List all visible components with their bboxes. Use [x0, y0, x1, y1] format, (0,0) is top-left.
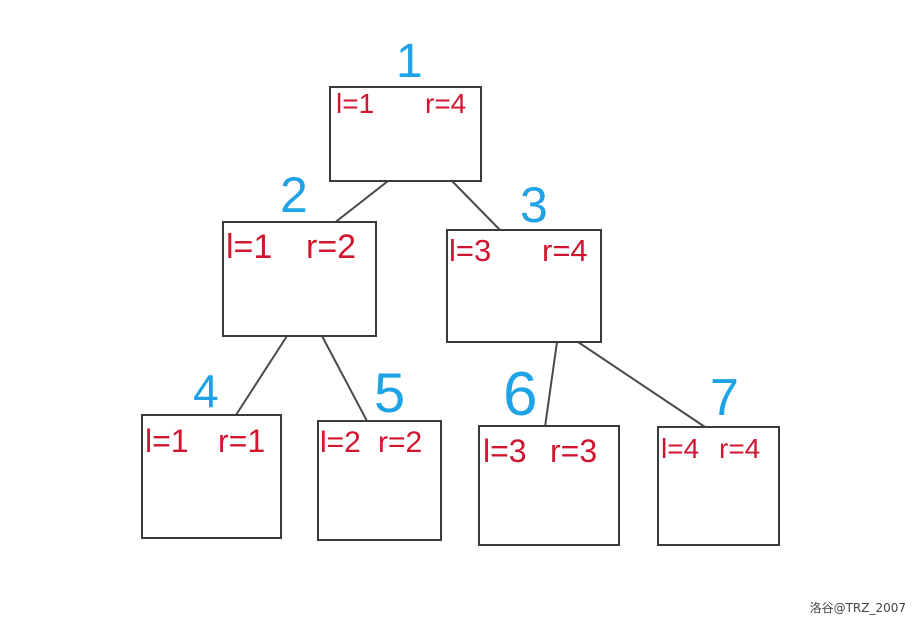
- node-3-left-bound: l=3: [449, 233, 492, 268]
- node-6-left-bound: l=3: [483, 433, 527, 469]
- node-5-right-bound: r=2: [378, 426, 423, 459]
- edge-3-7: [577, 341, 706, 428]
- node-number-7: 7: [710, 369, 739, 427]
- node-7-left-bound: l=4: [661, 433, 700, 464]
- node-2-left-bound: l=1: [226, 228, 273, 266]
- watermark-text: 洛谷@TRZ_2007: [809, 601, 906, 615]
- node-5-left-bound: l=2: [320, 426, 361, 459]
- node-number-5: 5: [374, 361, 406, 424]
- edge-2-5: [321, 335, 368, 422]
- node-number-2: 2: [280, 167, 308, 223]
- node-box-3: [446, 229, 602, 343]
- edge-2-4: [235, 335, 288, 416]
- node-number-4: 4: [193, 365, 219, 417]
- node-6-right-bound: r=3: [550, 433, 598, 469]
- node-number-6: 6: [503, 360, 538, 429]
- node-1-left-bound: l=1: [336, 88, 375, 119]
- edge-1-3: [451, 180, 501, 231]
- node-number-1: 1: [396, 35, 423, 88]
- node-4-right-bound: r=1: [218, 423, 266, 459]
- node-number-3: 3: [520, 177, 548, 233]
- node-box-6: [478, 425, 620, 546]
- edge-1-2: [332, 180, 389, 225]
- node-box-7: [657, 426, 780, 546]
- node-2-right-bound: r=2: [306, 228, 357, 266]
- node-box-2: [222, 221, 377, 337]
- node-box-1: [329, 86, 482, 182]
- node-box-5: [317, 420, 442, 541]
- node-7-right-bound: r=4: [719, 433, 761, 464]
- node-1-right-bound: r=4: [425, 88, 467, 119]
- node-3-right-bound: r=4: [542, 233, 588, 268]
- node-4-left-bound: l=1: [145, 423, 189, 459]
- node-box-4: [141, 414, 282, 539]
- edge-3-6: [544, 341, 558, 428]
